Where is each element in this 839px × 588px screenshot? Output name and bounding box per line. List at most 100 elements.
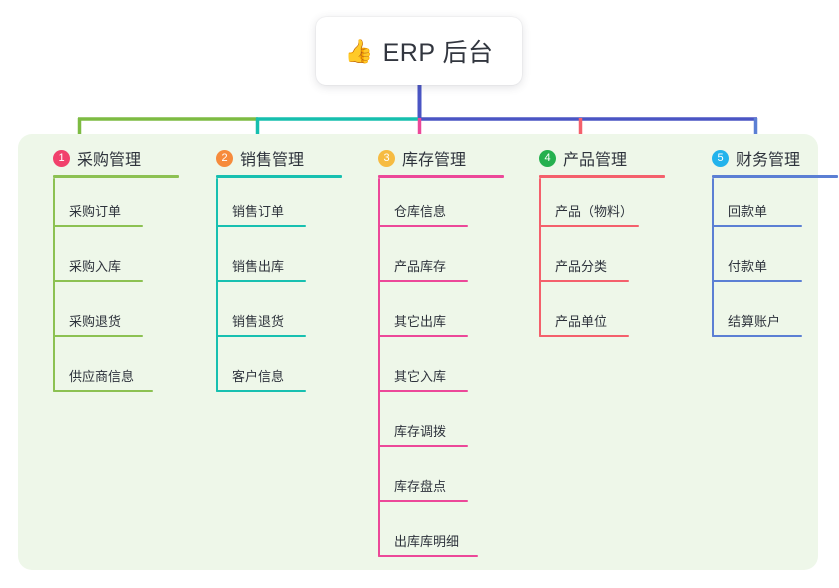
- menu-item-underline: [539, 280, 629, 282]
- menu-item-underline: [378, 445, 468, 447]
- menu-item-label: 采购退货: [69, 314, 122, 329]
- category-header[interactable]: 2 销售管理: [196, 146, 346, 170]
- category-column: 4 产品管理产品（物料） 产品分类产品单位: [519, 146, 669, 343]
- category-spine: [712, 178, 714, 337]
- menu-item-underline: [378, 500, 468, 502]
- category-item-list: 采购订单采购入库采购退货供应商信息: [33, 178, 183, 398]
- menu-item[interactable]: 结算账户: [712, 288, 839, 343]
- menu-item-label: 采购订单: [69, 204, 122, 219]
- menu-item[interactable]: 回款单: [712, 178, 839, 233]
- menu-item-underline: [712, 335, 802, 337]
- menu-item-underline: [712, 280, 802, 282]
- category-column: 2 销售管理销售订单销售出库销售退货客户信息: [196, 146, 346, 398]
- menu-item[interactable]: 销售出库: [216, 233, 346, 288]
- menu-item-label: 回款单: [728, 204, 768, 219]
- menu-item-underline: [378, 280, 468, 282]
- category-spine: [378, 178, 380, 557]
- category-title: 采购管理: [77, 152, 142, 169]
- menu-item[interactable]: 产品库存: [378, 233, 508, 288]
- menu-item-label: 产品（物料）: [555, 204, 634, 219]
- menu-item-underline: [216, 225, 306, 227]
- menu-item[interactable]: 出库库明细: [378, 508, 508, 563]
- menu-item[interactable]: 供应商信息: [53, 343, 183, 398]
- menu-item[interactable]: 客户信息: [216, 343, 346, 398]
- menu-item-label: 库存盘点: [394, 479, 447, 494]
- menu-item-label: 结算账户: [728, 314, 781, 329]
- menu-item-underline: [216, 390, 306, 392]
- category-header[interactable]: 3 库存管理: [358, 146, 508, 170]
- menu-item-label: 销售出库: [232, 259, 285, 274]
- category-spine: [539, 178, 541, 337]
- menu-item[interactable]: 其它出库: [378, 288, 508, 343]
- menu-item-label: 产品分类: [555, 259, 608, 274]
- thumbs-up-icon: 👍: [344, 37, 374, 64]
- category-title: 财务管理: [736, 152, 801, 169]
- category-column: 5 财务管理回款单付款单结算账户: [692, 146, 839, 343]
- menu-item-underline: [712, 225, 802, 227]
- menu-item[interactable]: 采购退货: [53, 288, 183, 343]
- category-column: 3 库存管理仓库信息产品库存其它出库其它入库库存调拨库存盘点出库库明细: [358, 146, 508, 563]
- menu-item-underline: [53, 335, 143, 337]
- category-badge: 3: [378, 149, 395, 167]
- menu-item[interactable]: 仓库信息: [378, 178, 508, 233]
- menu-item-label: 库存调拨: [394, 424, 447, 439]
- category-title: 销售管理: [240, 152, 305, 169]
- menu-item[interactable]: 产品（物料）: [539, 178, 669, 233]
- category-badge: 5: [712, 149, 729, 167]
- root-node[interactable]: 👍 ERP 后台: [316, 17, 522, 85]
- category-badge: 2: [216, 149, 233, 167]
- menu-item[interactable]: 付款单: [712, 233, 839, 288]
- category-underline: [378, 175, 504, 178]
- menu-item-underline: [378, 555, 478, 557]
- menu-item[interactable]: 库存调拨: [378, 398, 508, 453]
- menu-item-label: 其它入库: [394, 369, 447, 384]
- category-underline: [216, 175, 342, 178]
- menu-item-underline: [539, 225, 639, 227]
- menu-item-label: 产品单位: [555, 314, 608, 329]
- menu-item[interactable]: 产品单位: [539, 288, 669, 343]
- menu-item[interactable]: 其它入库: [378, 343, 508, 398]
- menu-item[interactable]: 采购入库: [53, 233, 183, 288]
- category-item-list: 产品（物料） 产品分类产品单位: [519, 178, 669, 343]
- category-title: 产品管理: [563, 152, 628, 169]
- category-header[interactable]: 4 产品管理: [519, 146, 669, 170]
- category-underline: [539, 175, 665, 178]
- menu-item-underline: [53, 225, 143, 227]
- menu-item-label: 出库库明细: [394, 534, 460, 549]
- menu-item[interactable]: 销售订单: [216, 178, 346, 233]
- category-item-list: 销售订单销售出库销售退货客户信息: [196, 178, 346, 398]
- menu-item-underline: [53, 280, 143, 282]
- category-badge: 4: [539, 149, 556, 167]
- menu-item-label: 客户信息: [232, 369, 285, 384]
- menu-item-label: 采购入库: [69, 259, 122, 274]
- menu-item-label: 仓库信息: [394, 204, 447, 219]
- category-item-list: 仓库信息产品库存其它出库其它入库库存调拨库存盘点出库库明细: [358, 178, 508, 563]
- root-node-label: ERP 后台: [382, 39, 494, 67]
- menu-item-label: 其它出库: [394, 314, 447, 329]
- menu-item-underline: [378, 225, 468, 227]
- menu-item-underline: [378, 390, 468, 392]
- root-node-title: 👍 ERP 后台: [344, 33, 493, 69]
- menu-item-label: 销售订单: [232, 204, 285, 219]
- menu-item-label: 产品库存: [394, 259, 447, 274]
- menu-item-underline: [53, 390, 153, 392]
- menu-item-label: 付款单: [728, 259, 768, 274]
- category-title: 库存管理: [402, 152, 467, 169]
- menu-item[interactable]: 产品分类: [539, 233, 669, 288]
- menu-item-underline: [378, 335, 468, 337]
- menu-item[interactable]: 采购订单: [53, 178, 183, 233]
- menu-item-underline: [216, 280, 306, 282]
- diagram-panel: [18, 134, 818, 570]
- menu-item-underline: [539, 335, 629, 337]
- category-spine: [53, 178, 55, 392]
- menu-item[interactable]: 库存盘点: [378, 453, 508, 508]
- category-item-list: 回款单付款单结算账户: [692, 178, 839, 343]
- category-underline: [712, 175, 838, 178]
- category-header[interactable]: 5 财务管理: [692, 146, 839, 170]
- category-spine: [216, 178, 218, 392]
- category-underline: [53, 175, 179, 178]
- menu-item[interactable]: 销售退货: [216, 288, 346, 343]
